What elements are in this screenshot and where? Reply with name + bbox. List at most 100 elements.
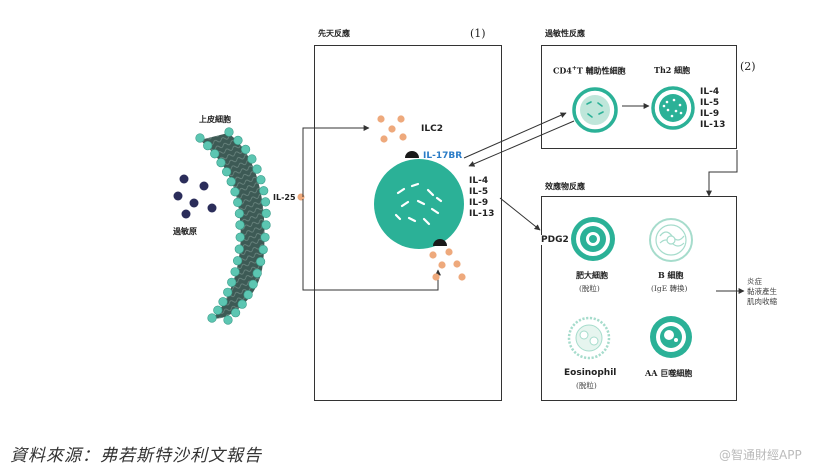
membrane-bead xyxy=(237,299,247,309)
membrane-bead xyxy=(243,290,253,300)
th2-cytokine-list: IL-4 IL-5 IL-9 IL-13 xyxy=(700,87,725,131)
membrane-bead xyxy=(230,187,240,197)
epithelium-label: 上皮細胞 xyxy=(199,114,231,124)
mast-cell-sublabel: (脫粒) xyxy=(579,284,600,293)
eosinophil-cell xyxy=(567,316,611,360)
membrane-bead xyxy=(224,127,234,137)
membrane-bead xyxy=(258,245,268,255)
watermark: @智通財經APP xyxy=(719,448,802,462)
membrane-bead xyxy=(235,220,245,230)
membrane-bead xyxy=(230,267,240,277)
il17br-receptor-top xyxy=(405,151,419,158)
source-caption: 資料來源：弗若斯特沙利文報告 xyxy=(10,446,262,466)
ilc-cytokine-il13: IL-13 xyxy=(469,209,495,219)
membrane-bead xyxy=(256,175,266,185)
ilc-to-effector-arrow xyxy=(499,197,541,231)
allergen-label: 過敏原 xyxy=(173,226,197,236)
effector-response-title: 效應物反應 xyxy=(545,181,585,191)
th2-cytokine-il4: IL-4 xyxy=(700,87,720,97)
cd4-label-sup: + xyxy=(571,65,577,72)
aa-macrophage-cell xyxy=(650,316,692,358)
eosinophil-label: Eosinophil xyxy=(564,368,617,378)
b-cell-sublabel: (IgE 轉換) xyxy=(651,284,688,293)
effector-response-box xyxy=(541,196,737,401)
membrane-bead xyxy=(222,167,232,177)
th2-cell xyxy=(651,86,695,130)
membrane-bead xyxy=(213,305,223,315)
il17br-label: IL-17BR xyxy=(423,151,463,161)
allergic-response-title: 過敏性反應 xyxy=(545,28,585,38)
th2-cytokine-il13: IL-13 xyxy=(700,120,726,130)
membrane-bead xyxy=(261,208,271,218)
membrane-bead xyxy=(234,208,244,219)
membrane-bead xyxy=(256,257,266,267)
membrane-bead xyxy=(233,135,243,145)
membrane-bead xyxy=(234,244,244,254)
ilc-cytokine-il5: IL-5 xyxy=(469,187,489,197)
outcome-list: 炎症 黏液產生 肌肉收縮 xyxy=(747,277,777,307)
aa-macrophage-label: AA 巨噬細胞 xyxy=(645,368,693,378)
membrane-bead xyxy=(252,268,262,278)
cd4-label-prefix: CD4 xyxy=(553,65,572,76)
ilc-cell xyxy=(374,159,464,249)
b-cell xyxy=(649,218,693,262)
cd4-t-helper-cell xyxy=(572,87,618,133)
outcome-inflammation: 炎症 xyxy=(747,277,762,286)
membrane-bead xyxy=(233,197,243,207)
allergic-to-effector-arrow xyxy=(706,150,738,197)
membrane-bead xyxy=(223,287,233,297)
membrane-bead xyxy=(226,177,236,187)
innate-response-title: 先天反應 xyxy=(318,28,350,38)
ilc-to-cd4-arrow xyxy=(463,112,567,159)
membrane-beads-right xyxy=(223,127,271,325)
membrane-bead xyxy=(241,144,251,154)
il17br-receptor-bottom xyxy=(433,239,447,246)
membrane-bead xyxy=(207,313,217,323)
cd4-label-suffix: T 輔助性細胞 xyxy=(576,65,626,76)
ilc2-label: ILC2 xyxy=(421,124,443,134)
mast-cell-label: 肥大細胞 xyxy=(576,270,608,280)
membrane-bead xyxy=(216,158,226,168)
th2-cytokine-il5: IL-5 xyxy=(700,98,720,108)
ilc-cytokine-il4: IL-4 xyxy=(469,176,489,186)
membrane-bead xyxy=(247,154,257,164)
th2-label: Th2 細胞 xyxy=(654,65,691,75)
membrane-bead xyxy=(223,315,233,325)
membrane-bead xyxy=(233,256,243,266)
allergen-particles xyxy=(173,174,217,219)
membrane-bead xyxy=(227,277,237,287)
innate-response-box xyxy=(314,45,502,401)
cd4-label: CD4+T 輔助性細胞 xyxy=(553,65,626,77)
il25-to-ilc2-arrow xyxy=(302,125,370,197)
b-cell-label: B 細胞 xyxy=(658,270,684,280)
innate-response-number: (1) xyxy=(470,27,486,40)
membrane-bead xyxy=(195,133,205,143)
epithelium-membrane xyxy=(200,133,265,319)
outcome-mucus: 黏液產生 xyxy=(747,287,777,296)
allergic-response-number: (2) xyxy=(740,60,756,73)
membrane-bead xyxy=(248,279,258,289)
membrane-bead xyxy=(259,186,269,196)
ilc-cytokine-list: IL-4 IL-5 IL-9 IL-13 xyxy=(469,176,494,220)
cd4-to-ilc-arrow xyxy=(468,120,575,167)
eosinophil-sublabel: (脫粒) xyxy=(576,381,597,390)
membrane-beads-left xyxy=(195,133,245,323)
membrane-bead xyxy=(261,220,271,230)
ilc-cytokine-il9: IL-9 xyxy=(469,198,489,208)
membrane-bead xyxy=(260,197,271,207)
ilc2-lower-cytokines xyxy=(429,248,466,281)
il25-to-ilc-lower-arrow xyxy=(302,199,441,291)
ilc2-upper-cytokines xyxy=(377,115,407,143)
th2-cytokine-il9: IL-9 xyxy=(700,109,720,119)
membrane-bead xyxy=(203,141,213,151)
membrane-bead xyxy=(252,164,262,174)
membrane-bead xyxy=(210,149,220,159)
membrane-bead xyxy=(218,297,228,307)
mast-cell xyxy=(571,217,615,261)
outcome-muscle: 肌肉收縮 xyxy=(747,297,777,306)
il25-label: IL-25 xyxy=(273,193,296,202)
membrane-bead xyxy=(235,232,245,242)
membrane-bead xyxy=(260,232,270,242)
pdg2-label: PDG2 xyxy=(541,235,569,245)
